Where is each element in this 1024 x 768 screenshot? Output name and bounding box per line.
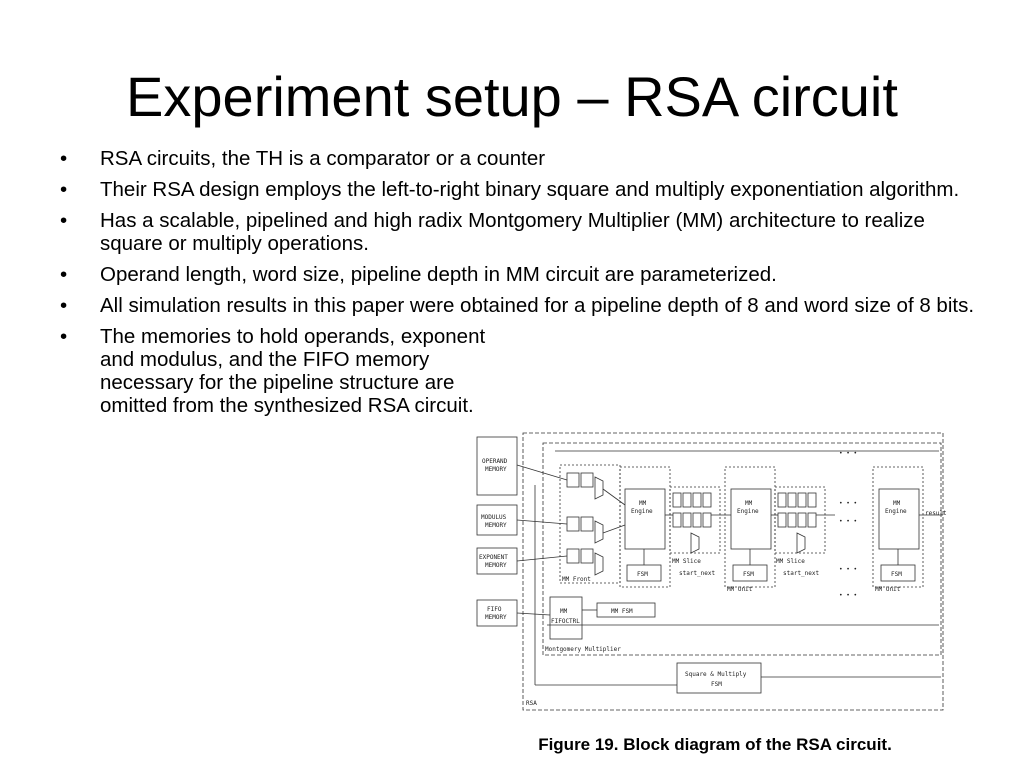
mm-slice-1-registers <box>672 492 712 554</box>
montgomery-multiplier-label: Montgomery Multiplier <box>545 646 621 653</box>
bullet-item: • The memories to hold operands, exponent… <box>60 325 520 417</box>
modulus-memory-label: MODULUS <box>481 514 507 521</box>
mm-fifoctrl-label: FIFOCTRL <box>551 618 580 625</box>
continuation-dots: • • • <box>839 500 857 507</box>
continuation-dots: • • • <box>839 566 857 573</box>
operand-memory-label: OPERAND <box>482 458 508 465</box>
bullet-item: • Has a scalable, pipelined and high radi… <box>60 209 990 255</box>
mm-slice-2-boundary <box>774 486 826 554</box>
montgomery-multiplier-boundary <box>542 442 942 656</box>
fsm-label: FSM <box>637 571 648 578</box>
mm-engine-label: Engine <box>885 508 907 515</box>
bullet-text: RSA circuits, the TH is a comparator or … <box>100 147 546 170</box>
mm-engine-label: Engine <box>631 508 653 515</box>
fifo-memory-label: MEMORY <box>485 614 507 621</box>
bullet-text: Operand length, word size, pipeline dept… <box>100 263 777 286</box>
mm-engine-label: Engine <box>737 508 759 515</box>
figure-caption: Figure 19. Block diagram of the RSA circ… <box>538 735 892 754</box>
mm-front-registers <box>566 472 604 576</box>
bullet-icon: • <box>60 263 68 286</box>
fifo-memory-block <box>476 599 518 627</box>
square-multiply-fsm-label: FSM <box>711 681 722 688</box>
mm-slice-1-boundary <box>669 486 721 554</box>
bullet-text: Their RSA design employs the left-to-rig… <box>100 178 960 201</box>
bullet-list: • RSA circuits, the TH is a comparator or… <box>60 147 990 425</box>
exponent-memory-label: EXPONENT <box>479 554 508 561</box>
continuation-dots: • • • <box>839 450 857 457</box>
operand-memory-label: MEMORY <box>485 466 507 473</box>
modulus-memory-label: MEMORY <box>485 522 507 529</box>
fsm-label: FSM <box>743 571 754 578</box>
bullet-icon: • <box>60 147 68 170</box>
bullet-text: Has a scalable, pipelined and high radix… <box>100 209 925 255</box>
mm-engine-last <box>878 488 920 550</box>
mm-engine-2 <box>730 488 772 550</box>
continuation-dots: • • • <box>839 518 857 525</box>
exponent-memory-label: MEMORY <box>485 562 507 569</box>
mm-unit-label: MM Unit <box>875 586 901 593</box>
mm-fifoctrl-label: MM <box>560 608 568 615</box>
bullet-icon: • <box>60 325 68 348</box>
mm-slice-label: MM Slice <box>776 558 805 565</box>
continuation-dots: • • • <box>839 592 857 599</box>
start-next-label: start_next <box>679 570 716 577</box>
bullet-icon: • <box>60 178 68 201</box>
bullet-item: • Their RSA design employs the left-to-ri… <box>60 178 990 201</box>
bullet-icon: • <box>60 209 68 232</box>
operand-memory-block <box>476 436 518 496</box>
bullet-text: The memories to hold operands, exponent … <box>100 325 486 417</box>
interconnect-wires <box>516 450 943 686</box>
mm-unit-last-boundary <box>872 466 924 588</box>
exponent-memory-block <box>476 547 518 575</box>
mm-unit-1-boundary <box>619 466 671 588</box>
mm-unit-label: MM Unit <box>727 586 753 593</box>
mm-unit-2-boundary <box>724 466 776 588</box>
result-label: result <box>925 510 947 517</box>
fifo-memory-label: FIFO <box>487 606 502 613</box>
mm-fifoctrl-block <box>549 596 583 640</box>
rsa-boundary <box>522 432 944 711</box>
mm-front-label: MM Front <box>562 576 591 583</box>
mm-engine-label: MM <box>893 500 901 507</box>
bullet-text: All simulation results in this paper wer… <box>100 294 975 317</box>
mm-engine-label: MM <box>639 500 647 507</box>
bullet-item: • All simulation results in this paper we… <box>60 294 990 317</box>
start-next-label: start_next <box>783 570 820 577</box>
mm-slice-2-registers <box>777 492 817 554</box>
square-multiply-fsm-block <box>676 662 762 694</box>
square-multiply-fsm-label: Square & Multiply <box>685 671 747 678</box>
rsa-block-diagram: OPERAND MEMORY MODULUS MEMORY EXPONENT M… <box>476 432 947 711</box>
mm-engine-1 <box>624 488 666 550</box>
bullet-item: • Operand length, word size, pipeline dep… <box>60 263 990 286</box>
slide-title: Experiment setup – RSA circuit <box>126 65 898 128</box>
rsa-label: RSA <box>526 700 537 707</box>
mm-slice-label: MM Slice <box>672 558 701 565</box>
mm-front-boundary <box>559 464 621 584</box>
bullet-icon: • <box>60 294 68 317</box>
mm-fsm-label: MM FSM <box>611 608 633 615</box>
fsm-label: FSM <box>891 571 902 578</box>
rsa-block-diagram-figure: OPERAND MEMORY MODULUS MEMORY EXPONENT M… <box>455 425 975 765</box>
mm-engine-label: MM <box>745 500 753 507</box>
bullet-item: • RSA circuits, the TH is a comparator or… <box>60 147 990 170</box>
